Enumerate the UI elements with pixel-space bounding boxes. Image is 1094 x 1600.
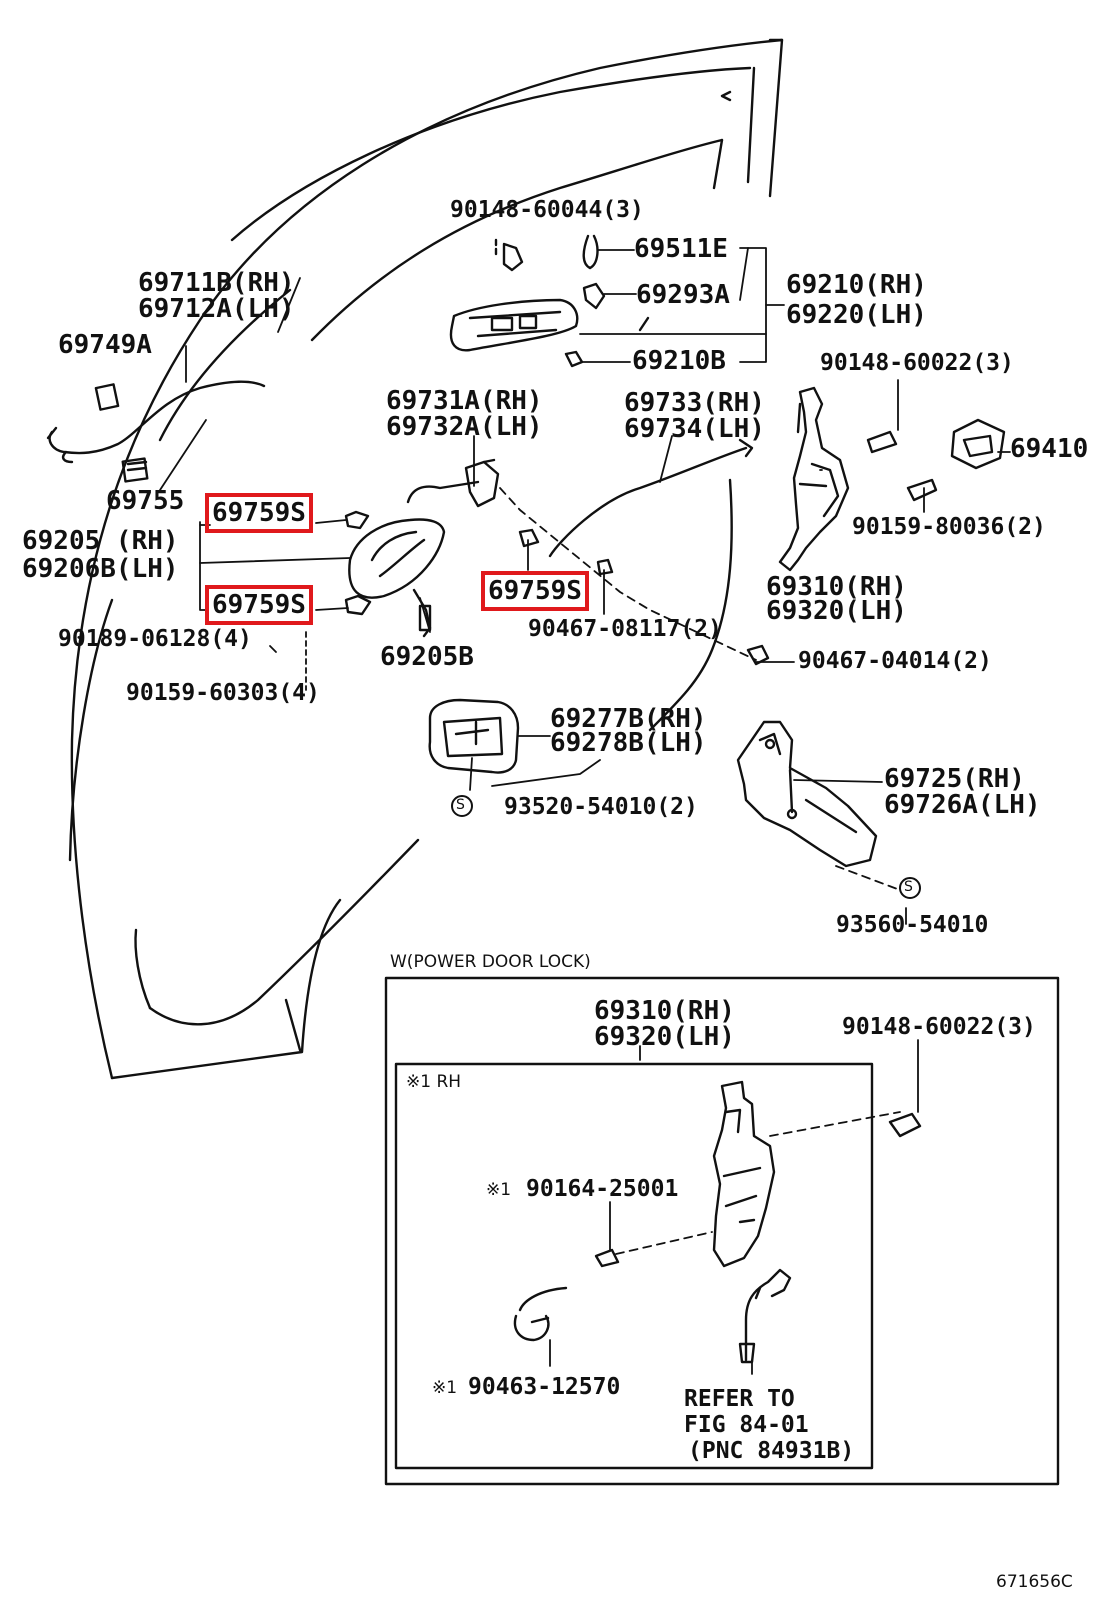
label-69205-rh: 69205 (RH) xyxy=(22,526,179,556)
s-marks xyxy=(451,795,921,899)
label-69511e: 69511E xyxy=(634,234,728,264)
label-93560-54010: 93560-54010 xyxy=(836,912,989,938)
label-69210b: 69210B xyxy=(632,346,726,376)
s-mark-symbol: S xyxy=(456,797,465,813)
inset-refer-line-2: FIG 84-01 xyxy=(684,1412,809,1438)
label-90148-60044: 90148-60044(3) xyxy=(450,197,644,223)
inset-refer-line-1: REFER TO xyxy=(684,1386,795,1412)
alignment-dashes xyxy=(499,487,901,1255)
label-69759s-highlighted: 69759S xyxy=(481,571,589,611)
label-69711b-rh: 69711B(RH) xyxy=(138,268,295,298)
inside-handle xyxy=(348,518,446,638)
inset-label-69310-rh: 69310(RH) xyxy=(594,996,735,1026)
inset-label-90463-12570: 90463-12570 xyxy=(468,1374,621,1400)
label-69210-rh: 69210(RH) xyxy=(786,270,927,300)
inset-sub-title: ※1 RH xyxy=(406,1072,462,1092)
label-90159-60303: 90159-60303(4) xyxy=(126,680,320,706)
inset-lock-parts xyxy=(513,1080,922,1364)
label-69206b-lh: 69206B(LH) xyxy=(22,554,179,584)
label-69726a-lh: 69726A(LH) xyxy=(884,790,1041,820)
inset-label-90164-25001: 90164-25001 xyxy=(526,1176,679,1202)
label-69278b-lh: 69278B(LH) xyxy=(550,728,707,758)
figure-id: 671656C xyxy=(996,1572,1073,1592)
inset-label-90148-60022: 90148-60022(3) xyxy=(842,1014,1036,1040)
label-69755: 69755 xyxy=(106,486,185,516)
label-69759s-highlighted: 69759S xyxy=(205,493,313,533)
label-69733-rh: 69733(RH) xyxy=(624,388,765,418)
label-90148-60022: 90148-60022(3) xyxy=(820,350,1014,376)
label-90159-80036: 90159-80036(2) xyxy=(852,514,1046,540)
label-69310-rh: 69310(RH) xyxy=(766,572,907,602)
label-93520-54010: 93520-54010(2) xyxy=(504,794,698,820)
rods-and-cables xyxy=(46,380,754,616)
door-frame-outline xyxy=(68,38,784,1080)
label-90467-04014: 90467-04014(2) xyxy=(798,648,992,674)
label-69320-lh: 69320(LH) xyxy=(766,596,907,626)
label-69731a-rh: 69731A(RH) xyxy=(386,386,543,416)
s-mark-symbol: S xyxy=(904,879,913,895)
label-69293a: 69293A xyxy=(636,280,730,310)
label-90467-08117: 90467-08117(2) xyxy=(528,616,722,642)
label-69277b-rh: 69277B(RH) xyxy=(550,704,707,734)
inset-note-mark: ※1 xyxy=(486,1180,512,1200)
door-lock-assembly xyxy=(746,386,1006,666)
label-69759s-highlighted: 69759S xyxy=(205,585,313,625)
inset-note-mark: ※1 xyxy=(432,1378,458,1398)
lock-protector-bracket xyxy=(736,720,878,868)
inside-handle-bezel xyxy=(428,698,520,774)
inset-label-69320-lh: 69320(LH) xyxy=(594,1022,735,1052)
power-lock-inset-frame xyxy=(384,976,1060,1486)
label-69734-lh: 69734(LH) xyxy=(624,414,765,444)
label-69220-lh: 69220(LH) xyxy=(786,300,927,330)
outside-handle-assembly xyxy=(449,234,606,368)
label-69410: 69410 xyxy=(1010,434,1089,464)
label-69732a-lh: 69732A(LH) xyxy=(386,412,543,442)
label-69725-rh: 69725(RH) xyxy=(884,764,1025,794)
label-69712a-lh: 69712A(LH) xyxy=(138,294,295,324)
label-90189-06128: 90189-06128(4) xyxy=(58,626,252,652)
label-69205b: 69205B xyxy=(380,642,474,672)
label-69749a: 69749A xyxy=(58,330,152,360)
inset-title: W(POWER DOOR LOCK) xyxy=(390,952,591,972)
inset-refer-line-3: (PNC 84931B) xyxy=(688,1438,855,1464)
